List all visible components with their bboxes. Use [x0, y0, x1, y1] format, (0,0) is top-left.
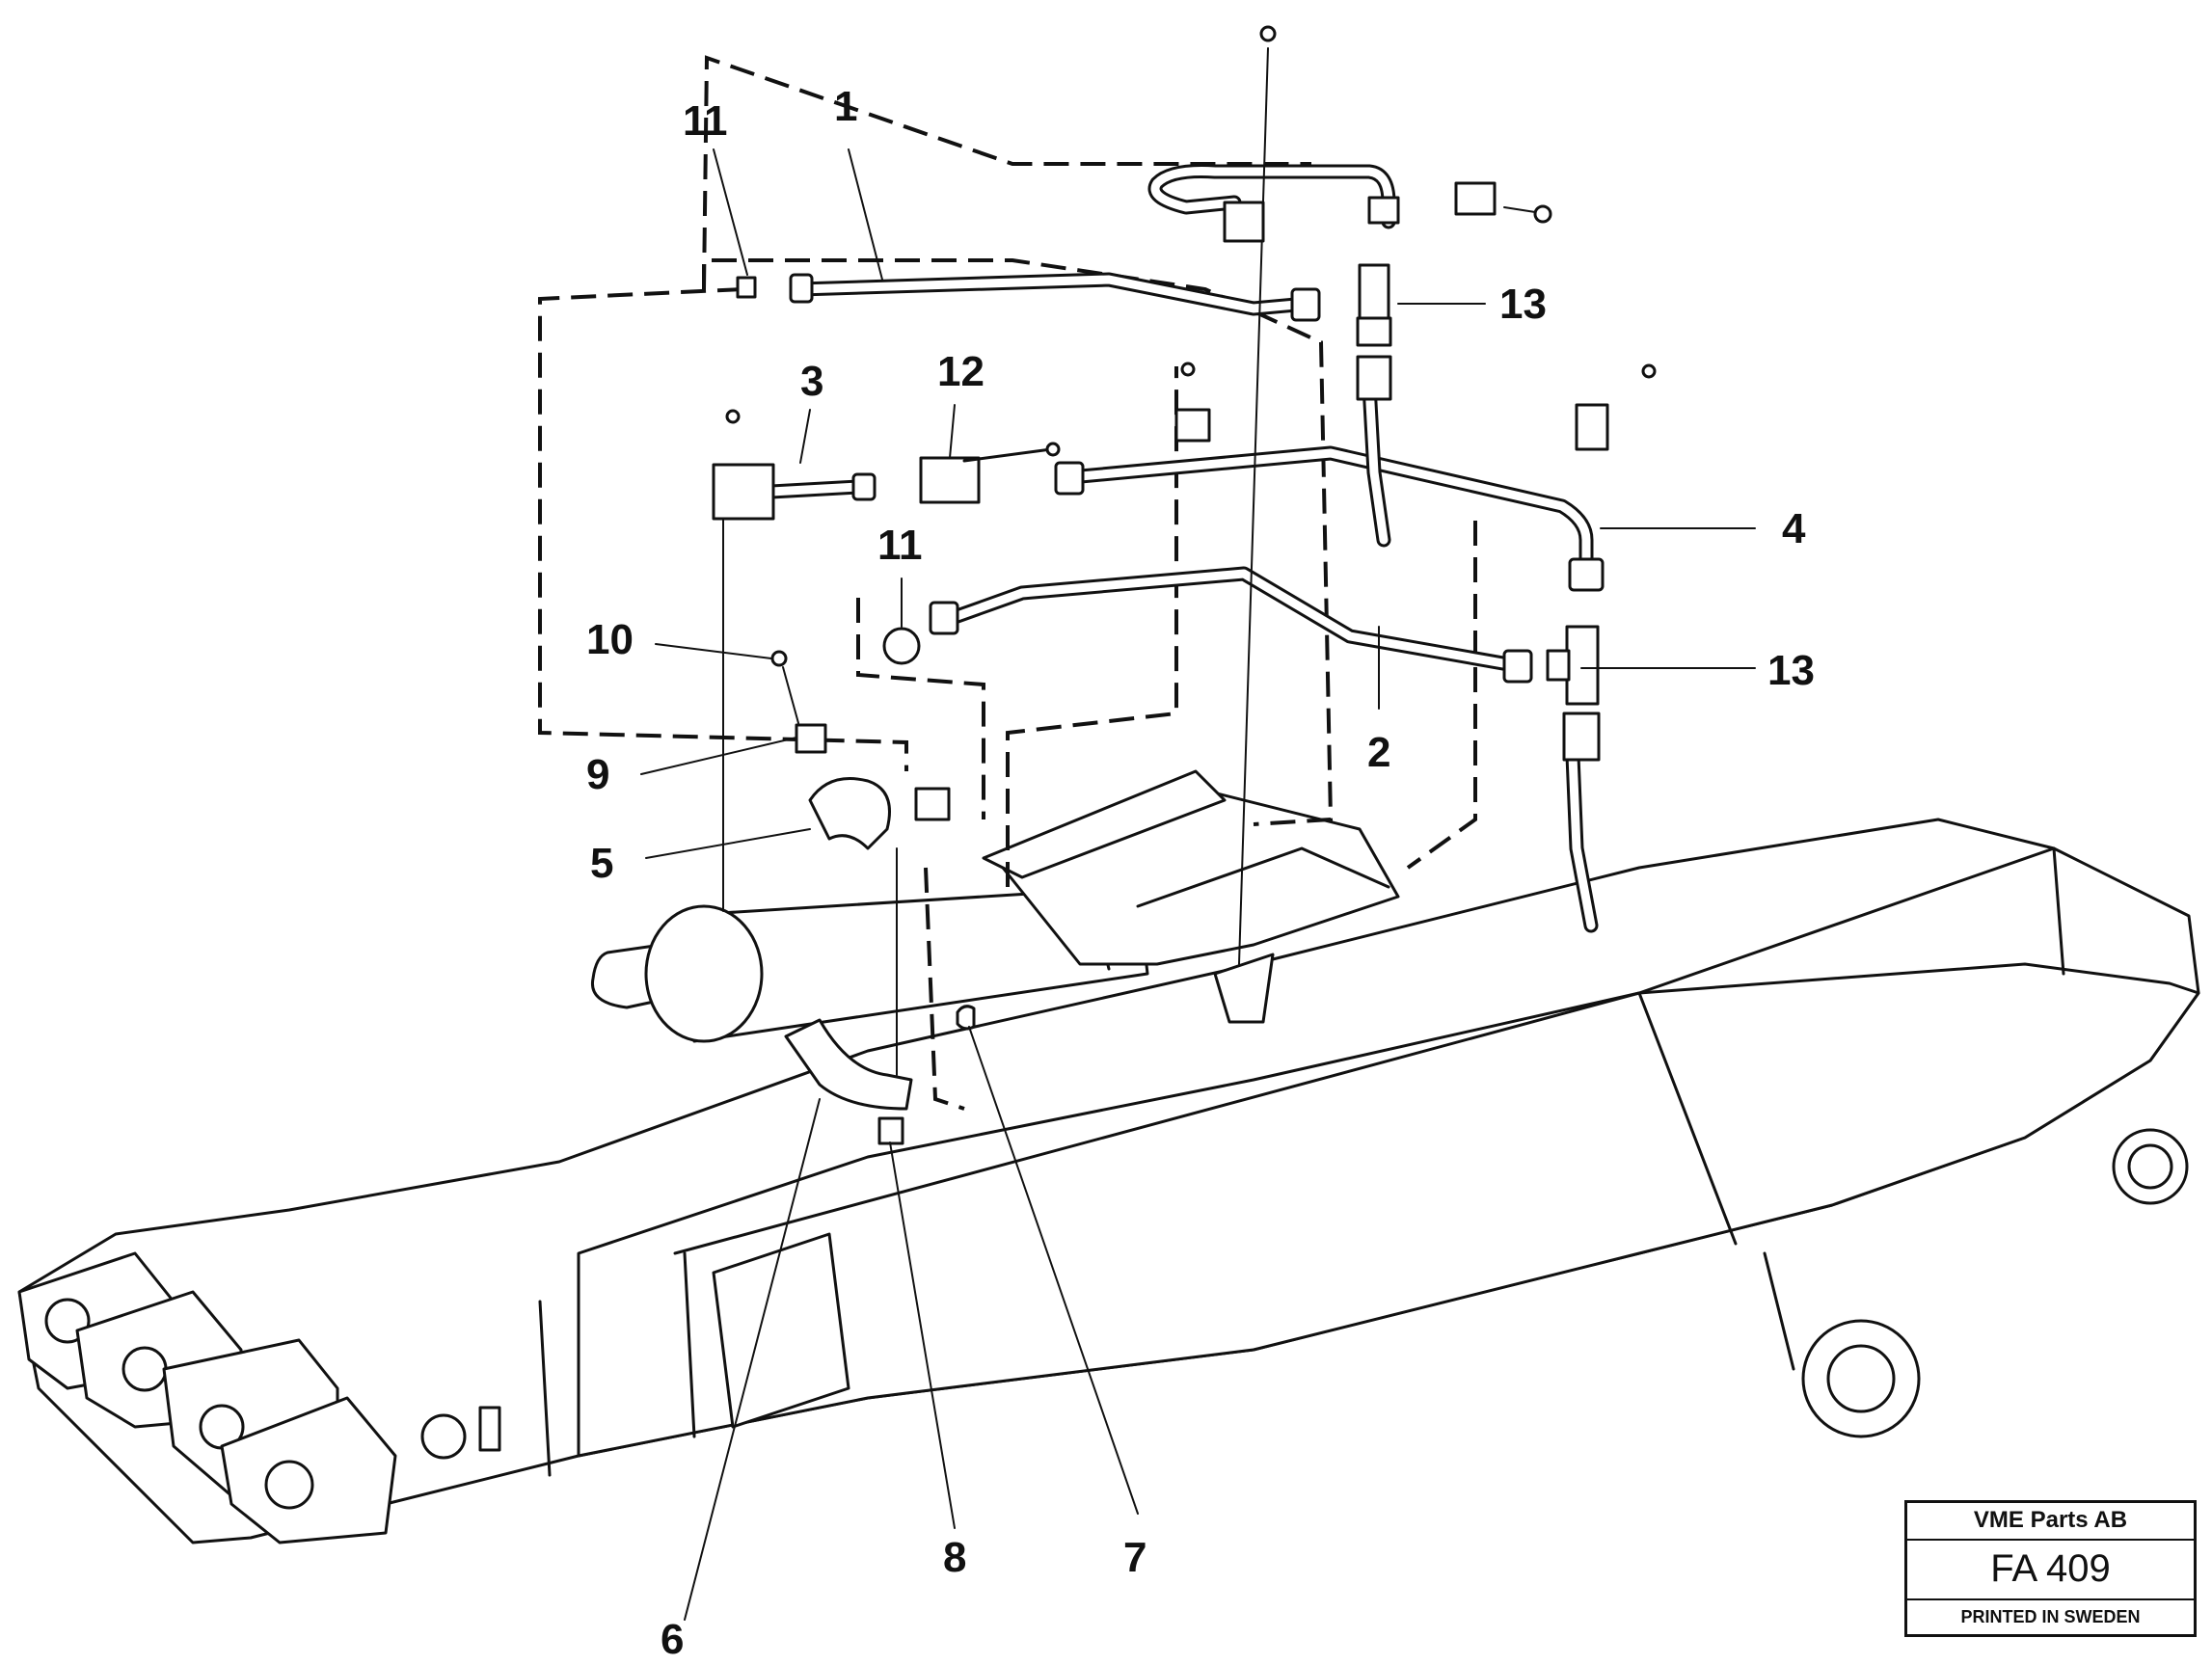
- cylinder-mount-bracket: [1001, 789, 1400, 966]
- boom-badge-plate: [478, 1406, 501, 1452]
- clamp-pipe-4: [1174, 408, 1211, 443]
- fork-pin-hole-4: [264, 1460, 314, 1510]
- title-block-printed: PRINTED IN SWEDEN: [1960, 1607, 2141, 1627]
- assembly-dashed-lines: [538, 55, 1477, 1111]
- screw-upper-right: [1533, 204, 1552, 224]
- title-block: VME Parts AB FA 409 PRINTED IN SWEDEN: [1904, 1500, 2197, 1637]
- pipe-4-nut-left: [1054, 461, 1085, 496]
- callout-6: 6: [661, 1616, 684, 1663]
- screw-pipe-4-right: [1641, 363, 1657, 379]
- pipe-1-nut-right: [1290, 287, 1321, 322]
- valve-12: [919, 456, 981, 504]
- top-loop-nut: [1367, 196, 1400, 225]
- pipe-2-nut-right: [1502, 649, 1533, 684]
- top-loop-pipe: [1147, 164, 1396, 229]
- callout-7: 7: [1123, 1534, 1146, 1581]
- title-block-company: VME Parts AB: [1907, 1503, 2194, 1541]
- callout-9: 9: [586, 751, 609, 798]
- rear-pivot-upper-hole: [2127, 1143, 2173, 1190]
- callout-13-lower: 13: [1767, 647, 1815, 694]
- screw-10: [770, 650, 788, 667]
- callout-11-lower: 11: [877, 522, 923, 569]
- hose-lines: [722, 47, 1599, 965]
- saddle-clamp-6: [784, 1018, 913, 1111]
- cylinder-end-cap: [644, 904, 764, 1043]
- pipe-1-nut-left: [789, 273, 814, 304]
- plug-7: [956, 1005, 976, 1031]
- callout-13-upper: 13: [1499, 281, 1547, 328]
- tee-13-lower: [1565, 625, 1600, 706]
- screw-pipe-4: [1180, 362, 1196, 377]
- callout-3: 3: [800, 358, 823, 405]
- clamp-9: [795, 723, 827, 754]
- fork-pin-hole-2: [121, 1346, 168, 1392]
- pipe-3-nut: [851, 472, 877, 501]
- callouts: 11 1 3 12 13 4 11 10 13 2 9 5 6 8 7: [586, 83, 1815, 1663]
- tee-13-upper-nut: [1356, 316, 1392, 347]
- clamp-5: [808, 777, 891, 850]
- rear-pivot-lower-hole: [1826, 1344, 1896, 1413]
- callout-5: 5: [590, 840, 613, 887]
- callout-2: 2: [1367, 729, 1390, 776]
- hose-fitting-upper: [1356, 355, 1392, 401]
- screw-top: [1259, 25, 1277, 42]
- clamp-upper-right: [1454, 181, 1497, 216]
- valve-12-knob: [1045, 442, 1061, 457]
- clamp-5-block: [914, 787, 951, 821]
- screw-3: [725, 409, 741, 424]
- pipe-4-nut-lower: [1568, 557, 1605, 592]
- nut-8: [877, 1116, 904, 1145]
- top-loop-clamp: [1223, 201, 1265, 243]
- hydraulic-cylinder: [590, 769, 1400, 1043]
- hose-fitting-lower: [1562, 712, 1601, 762]
- callout-8: 8: [943, 1534, 966, 1581]
- leader-lines: [640, 148, 1756, 1621]
- callout-4: 4: [1782, 505, 1806, 552]
- callout-10: 10: [586, 616, 634, 663]
- callout-12: 12: [937, 348, 985, 395]
- block-3: [712, 463, 775, 521]
- fittings: [712, 25, 1657, 1145]
- bracket-foot: [1213, 953, 1275, 1024]
- fitting-11-upper: [736, 276, 757, 299]
- callout-11-upper: 11: [683, 97, 728, 145]
- boom-side-face: [577, 962, 2200, 1458]
- title-block-code: FA 409: [1907, 1541, 2194, 1601]
- clamp-pipe-4-right: [1575, 403, 1609, 451]
- callout-1: 1: [834, 83, 857, 130]
- tee-13-lower-side: [1546, 649, 1571, 682]
- plug-11-lower: [882, 627, 921, 665]
- pipe-2-nut-left: [929, 601, 959, 635]
- tee-13-upper: [1358, 263, 1390, 325]
- side-boss-hole: [420, 1413, 467, 1460]
- boom-arm: [17, 818, 2200, 1544]
